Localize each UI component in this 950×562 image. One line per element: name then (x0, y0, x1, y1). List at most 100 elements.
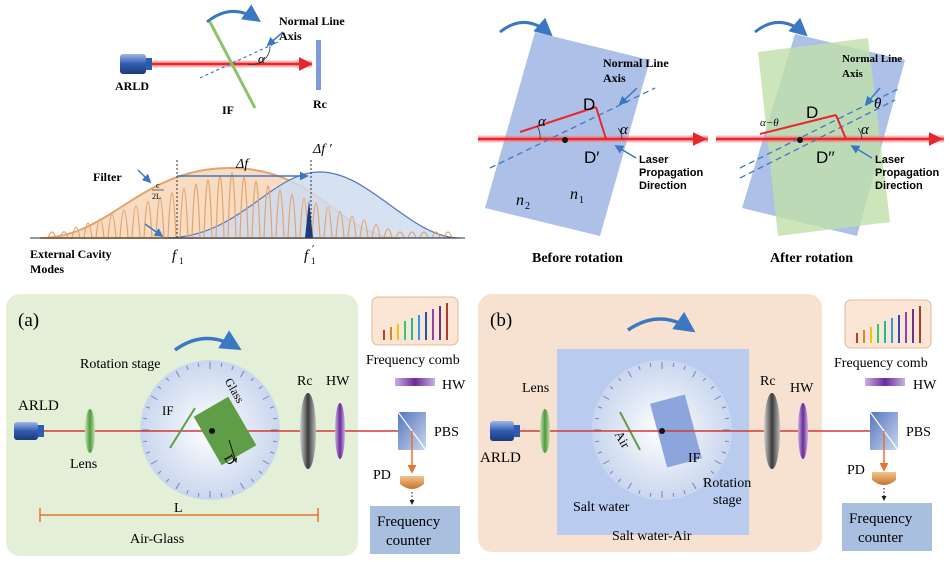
stage-tick (638, 365, 641, 371)
stage-tick (649, 362, 652, 368)
hw-top-label-b: HW (913, 378, 937, 393)
cavity-mode-peak (59, 231, 69, 239)
cavity-mode-peak (263, 185, 273, 239)
after-d-double-prime-label: D′′ (816, 148, 835, 167)
stage-tick (638, 489, 641, 495)
if-plate (169, 407, 196, 449)
cavity-mode-peak (179, 187, 189, 239)
cavity-mode-peak (323, 206, 333, 239)
stage-tick (262, 460, 270, 465)
cavity-mode-peak (71, 226, 81, 239)
rotation-arrow-icon (173, 330, 242, 352)
stage-tick (702, 377, 707, 382)
stage-tick (142, 417, 148, 420)
hw-plate (335, 403, 345, 459)
cavity-mode-peak (335, 211, 345, 239)
cavity-mode-peak (155, 196, 165, 239)
stage-tick (197, 492, 200, 498)
salt-water-label: Salt water (573, 500, 630, 515)
cavity-mode-peak (347, 215, 357, 239)
frequency-comb-box (371, 296, 459, 346)
stage-tick (692, 370, 697, 378)
stage-ticks (142, 362, 278, 498)
n2-subscript: 2 (525, 201, 530, 212)
cavity-mode-peak (395, 231, 405, 239)
panel-b-tag: (b) (490, 310, 512, 331)
rc-label: Rc (297, 374, 313, 389)
stage-tick (714, 395, 722, 400)
stage-tick (602, 395, 610, 400)
stage-tick (269, 451, 275, 454)
after-laser-label-3: Direction (875, 180, 923, 192)
f1-subscript: 1 (179, 256, 184, 266)
stage-tick (175, 370, 180, 378)
lens-label-b: Lens (522, 381, 549, 396)
d-segment (759, 114, 837, 135)
stage-tick (710, 385, 715, 390)
rotation-arrow-icon (206, 4, 261, 24)
pd-detector (872, 472, 896, 485)
before-laser-label-3: Direction (639, 180, 687, 192)
cavity-mode-peak (239, 176, 249, 239)
panel-b (478, 294, 890, 552)
stage-tick (142, 440, 148, 443)
normal-line-label: Normal Line (279, 14, 345, 28)
stage-tick (269, 406, 275, 409)
c-label: c (156, 181, 160, 190)
cavity-mode-peak (107, 214, 117, 239)
stage-tick (197, 362, 200, 368)
stage-tick (240, 370, 245, 378)
if-label: IF (162, 403, 174, 418)
panel-a (6, 294, 410, 556)
stage-tick (231, 365, 234, 371)
cavity-mode-peak (191, 183, 201, 239)
stage-tick (186, 365, 189, 371)
rotation-arrow-icon (499, 17, 553, 37)
stage-tick (692, 482, 697, 490)
frequency-counter-box (370, 506, 460, 554)
if-label-b: IF (688, 451, 701, 466)
top-left-schematic (120, 4, 321, 109)
stage-tick (272, 417, 278, 420)
before-alpha-left: α (538, 114, 547, 130)
hw-label-b: HW (790, 381, 814, 396)
cavity-mode-peak (227, 172, 237, 239)
rotation-label-b-2: stage (713, 493, 742, 508)
after-normal-line-label: Normal Line (842, 53, 902, 65)
before-axis-label: Axis (603, 71, 626, 85)
two-l-label: 2L (152, 192, 161, 201)
stage-tick (724, 440, 730, 443)
stage-tick (609, 385, 614, 390)
delta-f-prime-label: Δf ′ (312, 142, 333, 157)
stage-tick (597, 406, 603, 409)
d-segment (519, 106, 597, 133)
rotation-stage-label: Rotation stage (80, 357, 161, 372)
rc-mirror (300, 393, 316, 469)
stage-tick (145, 451, 151, 454)
stage-tick (220, 492, 223, 498)
stage-ticks (594, 362, 730, 498)
stage-tick (617, 478, 622, 483)
stage-tick (258, 385, 263, 390)
cavity-mode-peak (83, 222, 93, 239)
rc-mirror (764, 393, 780, 469)
alpha-label: α (258, 51, 266, 66)
f1-prime-label: f (304, 248, 310, 264)
cavity-mode-peak (167, 192, 177, 239)
before-alpha-right: α (620, 122, 629, 138)
lens-icon (85, 409, 95, 453)
delta-f-label: Δf (235, 157, 250, 172)
after-laser-label-1: Laser (875, 154, 905, 166)
stage-tick (672, 492, 675, 498)
frequency-counter-box (842, 503, 932, 551)
stage-tick (165, 478, 170, 483)
alpha-minus-theta-label: α−θ (760, 117, 779, 129)
stage-tick (609, 470, 614, 475)
cavity-mode-peak (95, 218, 105, 239)
cavity-mode-peak (251, 181, 261, 239)
if-label: IF (222, 103, 234, 117)
after-axis-label: Axis (842, 68, 864, 80)
stage-tick (175, 482, 180, 490)
rc-label: Rc (313, 97, 328, 111)
